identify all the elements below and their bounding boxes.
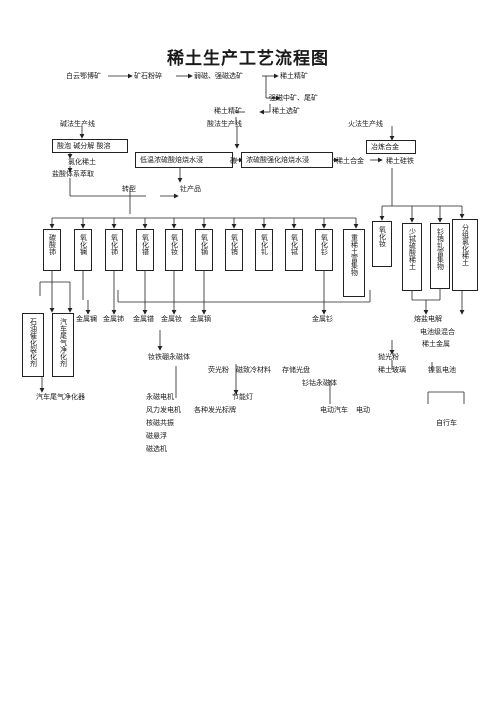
vbox-heavy-re: 重稀土富集物: [343, 229, 365, 297]
metal-sm: 金属钐: [312, 315, 333, 323]
molten-salt: 熔盐电解: [414, 315, 442, 323]
mat-nimh: 镍氢电池: [428, 366, 456, 374]
metal-dy: 金属镝: [190, 315, 211, 323]
fire-smelt-label: 冶炼合金: [371, 143, 399, 151]
ore-concentrate: 稀土精矿: [280, 72, 308, 80]
alkali-step2: 氯化稀土: [68, 158, 96, 166]
acid-conc-label: 浓硫酸强化焙烧水浸: [246, 156, 309, 164]
fire-note: 碳: [230, 157, 237, 165]
vbox-sm-oxide: 氧化钐: [315, 229, 333, 271]
app-motor: 永磁电机: [146, 393, 174, 401]
vbox-label: 氧化铕: [230, 234, 239, 255]
vbox-label: 氧化铽: [290, 234, 299, 255]
vbox-label: 氧化钕: [378, 226, 387, 247]
vbox-gd-oxide: 氧化钆: [255, 229, 273, 271]
acid-low-temp-box: 低温浓硫酸焙烧水浸: [135, 152, 233, 168]
ore-re-beneficiation: 稀土选矿: [272, 107, 300, 115]
vbox-tb-oxide: 氧化铽: [285, 229, 303, 271]
mat-ndfeb: 钕铁硼永磁体: [148, 353, 190, 361]
thorium-product: 钍产品: [180, 185, 201, 193]
vbox-label: 重稀土富集物: [350, 234, 359, 276]
vbox-label: 氧化镧: [79, 234, 88, 255]
mat-glass: 稀土玻璃: [378, 366, 406, 374]
vbox-label: 氧化钆: [260, 234, 269, 255]
vbox-low-tb-sulfate: 少铽硫酸稀土: [402, 223, 422, 291]
transform-type: 转型: [122, 185, 136, 193]
line-acid: 酸法生产线: [207, 120, 242, 128]
app-maglev: 磁悬浮: [146, 432, 167, 440]
app-signs: 各种发光标牌: [194, 406, 236, 414]
alkali-step-box: 酸泡 碱分解 酸溶: [52, 139, 128, 153]
ore-separation: 弱磁、强磁选矿: [194, 72, 243, 80]
metal-nd: 金属钕: [161, 315, 182, 323]
ore-baiyun: 白云鄂博矿: [66, 72, 101, 80]
vbox-label: 氧化钐: [320, 234, 329, 255]
acid-low-temp-label: 低温浓硫酸焙烧水浸: [140, 156, 203, 164]
vbox-cerium-carbonate: 碳酸铈: [43, 229, 61, 271]
vbox-pr-oxide: 氧化镨: [136, 229, 154, 271]
app-separator: 磁选机: [146, 445, 167, 453]
re-metal: 稀土金属: [422, 340, 450, 348]
vbox-label: 汽车尾气净化剂: [59, 318, 68, 367]
battery-mix: 电池级混合: [420, 328, 455, 336]
ore-re-concentrate: 稀土精矿: [214, 107, 242, 115]
app-ev: 电动汽车: [320, 406, 348, 414]
mat-magnetostrictive: 磁致冷材料: [236, 366, 271, 374]
app-ev2: 电动: [356, 406, 370, 414]
acid-conc-box: 浓硫酸强化焙烧水浸: [241, 152, 333, 168]
metal-ce: 金属铈: [103, 315, 124, 323]
vbox-exhaust-catalyst: 汽车尾气净化剂: [52, 313, 74, 377]
vbox-label: 少铽硫酸稀土: [408, 228, 417, 270]
vbox-smeugd: 钐铕钆富集物: [430, 223, 450, 289]
line-fire: 火法生产线: [348, 120, 383, 128]
vbox-label: 氧化镝: [200, 234, 209, 255]
vbox-group-chloride: 分组氯化稀土: [452, 219, 478, 291]
fire-smelt-box: 冶炼合金: [366, 140, 416, 154]
metal-la: 金属镧: [76, 315, 97, 323]
app-wind: 风力发电机: [146, 406, 181, 414]
vbox-label: 分组氯化稀土: [461, 224, 470, 266]
line-alkali: 碱法生产线: [60, 120, 95, 128]
vbox-label: 钐铕钆富集物: [436, 228, 445, 270]
mat-storage: 存储光盘: [282, 366, 310, 374]
page-title: 稀土生产工艺流程图: [167, 49, 329, 69]
vbox-eu-oxide: 氧化铕: [225, 229, 243, 271]
vbox-petroleum-cracking: 石油催化裂化剂: [22, 313, 44, 377]
vbox-la-oxide: 氧化镧: [74, 229, 92, 271]
alkali-step3: 盐酸体系萃取: [52, 170, 94, 178]
mat-phosphor: 荧光粉: [208, 366, 229, 374]
app-bike: 自行车: [436, 419, 457, 427]
vbox-dy-oxide: 氧化镝: [195, 229, 213, 271]
vbox-label: 碳酸铈: [48, 234, 57, 255]
app-exhaust: 汽车尾气净化器: [36, 393, 85, 401]
vbox-label: 石油催化裂化剂: [29, 318, 38, 367]
fire-re-sife: 稀土硅铁: [386, 157, 414, 165]
ore-weak-medium: 强磁中矿、尾矿: [269, 94, 318, 102]
vbox-label: 氧化铈: [110, 234, 119, 255]
vbox-nd-oxide-right: 氧化钕: [372, 221, 392, 267]
fire-re-alloy: 稀土合金: [336, 157, 364, 165]
app-lamp: 节能灯: [232, 393, 253, 401]
metal-pr: 金属镨: [133, 315, 154, 323]
vbox-nd-oxide: 氧化钕: [165, 229, 183, 271]
mat-smco: 钐钴永磁体: [302, 379, 337, 387]
app-mri: 核磁共振: [146, 419, 174, 427]
vbox-ce-oxide: 氧化铈: [105, 229, 123, 271]
vbox-label: 氧化钕: [170, 234, 179, 255]
mat-polish: 抛光粉: [378, 353, 399, 361]
alkali-step1: 酸泡 碱分解 酸溶: [57, 142, 111, 150]
ore-crush: 矿石粉碎: [134, 72, 162, 80]
vbox-label: 氧化镨: [141, 234, 150, 255]
